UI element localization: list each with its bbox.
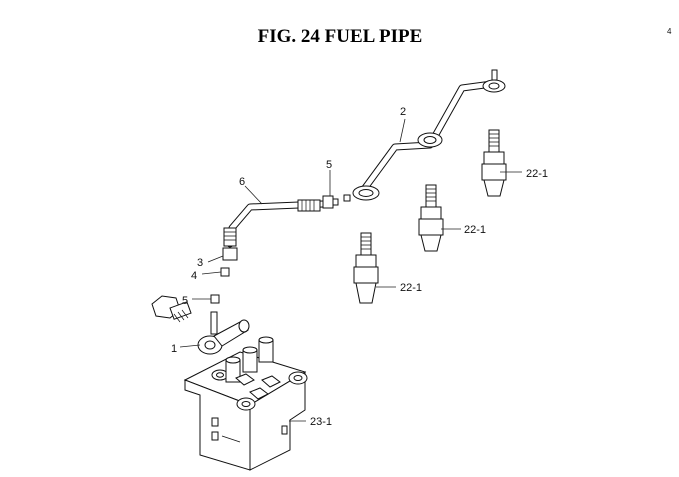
label-part-5-upper: 5: [326, 159, 332, 171]
banjo-bolt-lower: [210, 294, 220, 304]
pipe-connector: [343, 194, 351, 202]
label-part-22-1-left: 22-1: [400, 282, 422, 294]
label-part-6: 6: [239, 176, 245, 188]
union-fitting: [222, 247, 238, 261]
banjo-bolt-upper: [322, 195, 339, 209]
injector-nozzle-right: [481, 129, 507, 197]
gasket-washer: [220, 267, 230, 277]
label-part-1: 1: [171, 343, 177, 355]
injector-nozzle-left: [353, 232, 379, 304]
label-part-3: 3: [197, 257, 203, 269]
injection-pump-body: [183, 336, 308, 471]
label-part-22-1-right: 22-1: [526, 168, 548, 180]
label-part-23-1: 23-1: [310, 416, 332, 428]
corner-mark: 4: [667, 27, 672, 36]
injector-nozzle-middle: [418, 184, 444, 252]
figure-title: FIG. 24 FUEL PIPE: [258, 26, 423, 47]
label-part-22-1-middle: 22-1: [464, 224, 486, 236]
label-part-2: 2: [400, 106, 406, 118]
injection-pipe-assembly: [352, 69, 506, 201]
leader-lines: [179, 118, 522, 422]
label-part-5-lower: 5: [182, 295, 188, 307]
banjo-fitting-assembly: [151, 295, 250, 355]
label-part-4: 4: [191, 270, 197, 282]
fuel-return-pipe: [223, 199, 327, 248]
